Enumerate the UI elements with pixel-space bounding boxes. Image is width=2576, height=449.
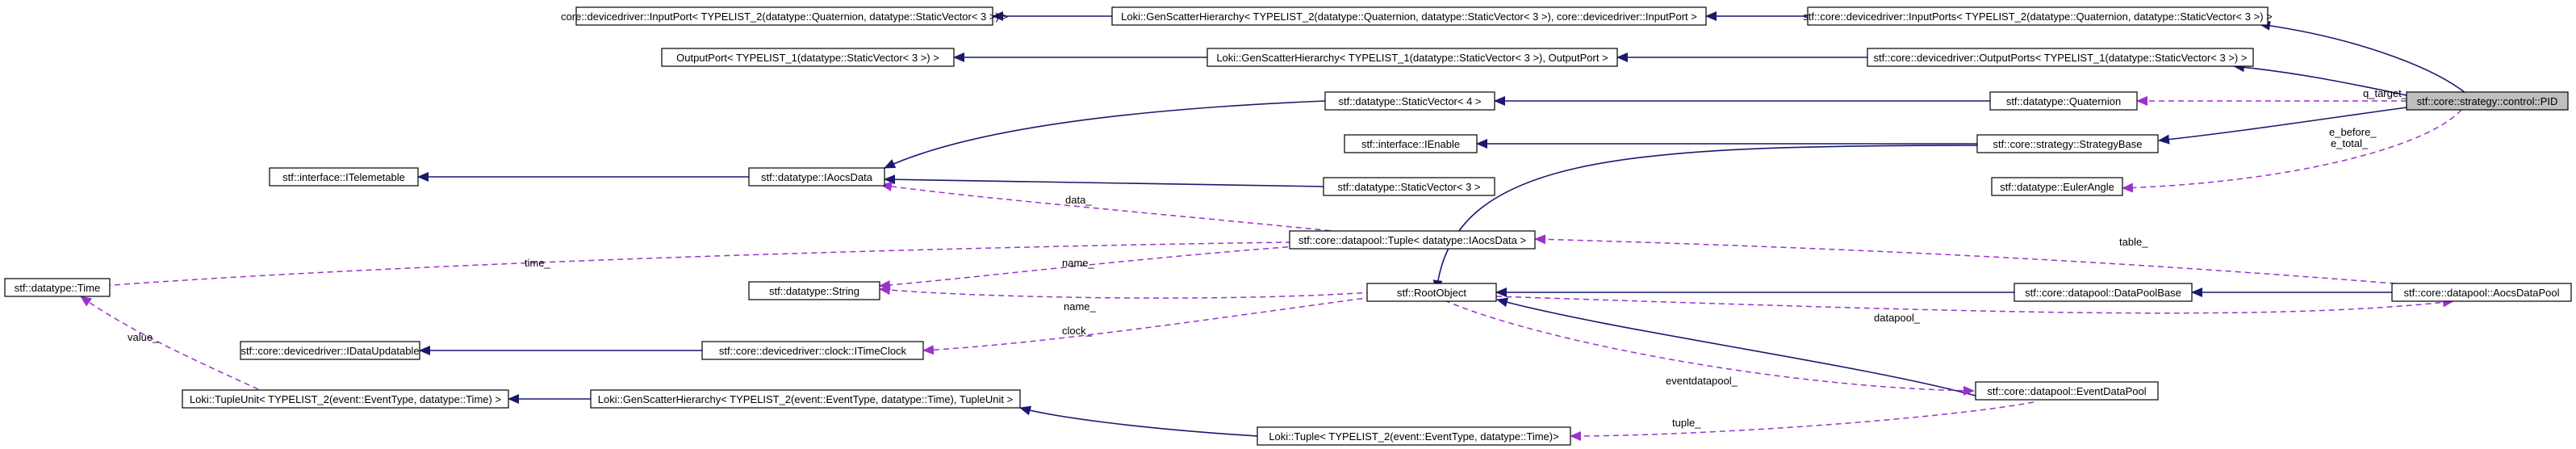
- node-root-object[interactable]: stf::RootObject: [1366, 283, 1497, 302]
- node-quaternion-label: stf::datatype::Quaternion: [2006, 95, 2121, 107]
- edge-static-vector3-to-iaocs-data: [884, 174, 1324, 187]
- node-event-data-pool-label: stf::core::datapool::EventDataPool: [1987, 385, 2146, 397]
- node-output-port-label: OutputPort< TYPELIST_1(datatype::StaticV…: [676, 52, 939, 64]
- label-table: table_: [2119, 236, 2148, 248]
- node-static-vector3-label: stf::datatype::StaticVector< 3 >: [1337, 181, 1480, 193]
- edge-pid-to-strategy-base: [2158, 107, 2407, 145]
- node-tuple-unit[interactable]: Loki::TupleUnit< TYPELIST_2(event::Event…: [182, 389, 509, 409]
- node-input-ports-label: stf::core::devicedriver::InputPorts< TYP…: [1803, 10, 2272, 23]
- node-static-vector4-label: stf::datatype::StaticVector< 4 >: [1338, 95, 1481, 107]
- node-tuple-iaocs-label: stf::core::datapool::Tuple< datatype::IA…: [1298, 234, 1526, 246]
- node-output-ports[interactable]: stf::core::devicedriver::OutputPorts< TY…: [1867, 48, 2254, 67]
- node-pid[interactable]: stf::core::strategy::control::PID: [2406, 91, 2569, 111]
- node-itime-clock[interactable]: stf::core::devicedriver::clock::ITimeClo…: [701, 341, 924, 360]
- node-gsh-tuple[interactable]: Loki::GenScatterHierarchy< TYPELIST_2(ev…: [590, 389, 1021, 409]
- node-tuple-unit-label: Loki::TupleUnit< TYPELIST_2(event::Event…: [190, 393, 501, 405]
- node-time[interactable]: stf::datatype::Time: [4, 278, 111, 297]
- label-e-total: e_total_: [2331, 137, 2369, 149]
- edge-loki-tuple-to-gsh-tuple: [1019, 405, 1258, 437]
- edge-pid-e-before-e-total: [2122, 109, 2462, 193]
- node-ienable[interactable]: stf::interface::IEnable: [1344, 134, 1478, 153]
- node-idata-updatable[interactable]: stf::core::devicedriver::IDataUpdatable: [240, 341, 420, 360]
- node-string[interactable]: stf::datatype::String: [748, 281, 880, 300]
- edge-strategy-base-to-root-object: [1432, 145, 1978, 292]
- node-iaocs-data[interactable]: stf::datatype::IAocsData: [748, 167, 885, 187]
- label-name-tuple: name_: [1062, 257, 1095, 269]
- node-gsh-tuple-label: Loki::GenScatterHierarchy< TYPELIST_2(ev…: [598, 393, 1013, 405]
- node-input-port-label: core::devicedriver::InputPort< TYPELIST_…: [561, 10, 1008, 23]
- node-loki-tuple-label: Loki::Tuple< TYPELIST_2(event::EventType…: [1269, 430, 1558, 443]
- node-pid-label: stf::core::strategy::control::PID: [2417, 95, 2558, 107]
- node-strategy-base-label: stf::core::strategy::StrategyBase: [1993, 138, 2143, 150]
- node-data-pool-base[interactable]: stf::core::datapool::DataPoolBase: [2014, 283, 2193, 302]
- node-euler-angle[interactable]: stf::datatype::EulerAngle: [1991, 177, 2123, 196]
- node-output-ports-label: stf::core::devicedriver::OutputPorts< TY…: [1874, 52, 2248, 64]
- node-gsh-input-label: Loki::GenScatterHierarchy< TYPELIST_2(da…: [1121, 10, 1697, 23]
- node-iaocs-data-label: stf::datatype::IAocsData: [761, 171, 873, 183]
- label-value: value_: [128, 331, 159, 343]
- node-idata-updatable-label: stf::core::devicedriver::IDataUpdatable: [240, 345, 419, 357]
- label-datapool: datapool_: [1874, 312, 1921, 324]
- node-event-data-pool[interactable]: stf::core::datapool::EventDataPool: [1975, 381, 2159, 401]
- edge-pid-to-output-ports: [2233, 62, 2407, 96]
- edge-aocs-data-pool-table: [1534, 234, 2406, 285]
- edge-root-object-clock: [922, 296, 1373, 355]
- node-strategy-base[interactable]: stf::core::strategy::StrategyBase: [1976, 134, 2159, 153]
- edge-root-object-eventdatapool: [1444, 300, 1975, 396]
- inheritance-edges: [417, 11, 2466, 437]
- label-eventdatapool: eventdatapool_: [1666, 375, 1738, 387]
- node-ienable-label: stf::interface::IEnable: [1361, 138, 1460, 150]
- node-itime-clock-label: stf::core::devicedriver::clock::ITimeClo…: [719, 345, 907, 357]
- node-gsh-input[interactable]: Loki::GenScatterHierarchy< TYPELIST_2(da…: [1111, 6, 1707, 26]
- node-root-object-label: stf::RootObject: [1397, 287, 1466, 299]
- edge-pid-to-input-ports: [2259, 20, 2466, 94]
- edge-root-object-name: [879, 285, 1373, 299]
- edge-event-data-pool-tuple: [1570, 401, 2034, 441]
- label-clock: clock_: [1062, 325, 1093, 337]
- edge-tuple-unit-value: [80, 296, 259, 390]
- label-e-before: e_before_: [2329, 126, 2377, 138]
- edge-event-data-pool-to-root-object: [1496, 297, 1976, 397]
- label-tuple: tuple_: [1672, 417, 1701, 429]
- node-input-port[interactable]: core::devicedriver::InputPort< TYPELIST_…: [561, 6, 1008, 26]
- node-input-ports[interactable]: stf::core::devicedriver::InputPorts< TYP…: [1803, 6, 2273, 26]
- node-itelemetable[interactable]: stf::interface::ITelemetable: [269, 167, 419, 187]
- node-static-vector4[interactable]: stf::datatype::StaticVector< 4 >: [1324, 91, 1495, 111]
- label-data: data_: [1065, 194, 1092, 206]
- node-gsh-output-label: Loki::GenScatterHierarchy< TYPELIST_1(da…: [1216, 52, 1608, 64]
- node-static-vector3[interactable]: stf::datatype::StaticVector< 3 >: [1323, 177, 1495, 196]
- node-gsh-output[interactable]: Loki::GenScatterHierarchy< TYPELIST_1(da…: [1206, 48, 1618, 67]
- node-euler-angle-label: stf::datatype::EulerAngle: [2000, 181, 2114, 193]
- edge-static-vector4-to-iaocs-data: [884, 100, 1326, 169]
- edge-labels: q_target_ e_before_ e_total_ data_ time_…: [128, 87, 2408, 429]
- edge-root-object-datapool: [1495, 296, 2454, 314]
- edge-tuple-iaocs-data: [880, 181, 1389, 237]
- node-time-label: stf::datatype::Time: [15, 282, 100, 294]
- member-edges: [80, 96, 2462, 441]
- node-quaternion[interactable]: stf::datatype::Quaternion: [1989, 91, 2138, 111]
- node-output-port[interactable]: OutputPort< TYPELIST_1(datatype::StaticV…: [661, 48, 955, 67]
- node-string-label: stf::datatype::String: [769, 285, 859, 297]
- nodes: core::devicedriver::InputPort< TYPELIST_…: [4, 6, 2572, 446]
- label-time: time_: [525, 257, 551, 269]
- edge-tuple-iaocs-time: [80, 241, 1292, 292]
- node-aocs-data-pool[interactable]: stf::core::datapool::AocsDataPool: [2391, 283, 2572, 302]
- node-loki-tuple[interactable]: Loki::Tuple< TYPELIST_2(event::EventType…: [1257, 426, 1571, 446]
- label-name-root: name_: [1064, 300, 1097, 313]
- node-aocs-data-pool-label: stf::core::datapool::AocsDataPool: [2404, 287, 2560, 299]
- edge-tuple-iaocs-name: [879, 245, 1308, 290]
- node-data-pool-base-label: stf::core::datapool::DataPoolBase: [2025, 287, 2181, 299]
- node-itelemetable-label: stf::interface::ITelemetable: [282, 171, 405, 183]
- label-q-target: q_target_: [2363, 87, 2408, 99]
- node-tuple-iaocs[interactable]: stf::core::datapool::Tuple< datatype::IA…: [1289, 230, 1536, 250]
